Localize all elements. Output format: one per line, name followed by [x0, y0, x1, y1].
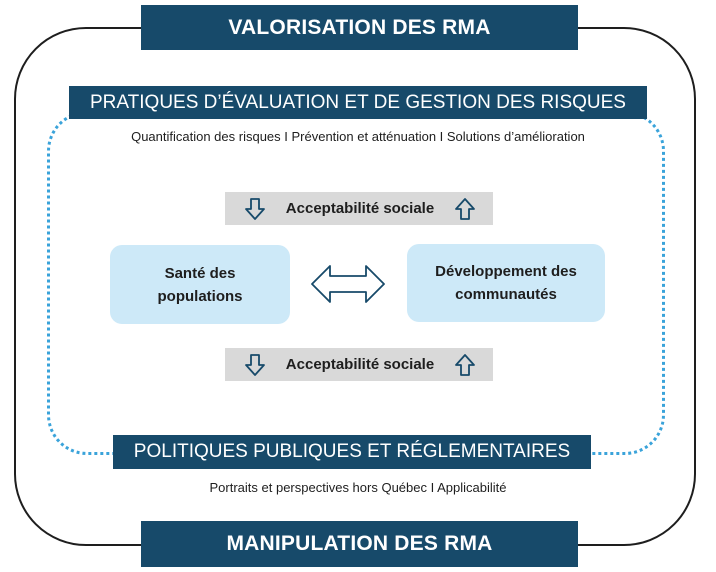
acceptability-box-top: Acceptabilité sociale	[225, 192, 493, 225]
arrow-up-icon	[455, 353, 475, 376]
band-public-policies-text: POLITIQUES PUBLIQUES ET RÉGLEMENTAIRES	[133, 441, 571, 462]
acceptability-box-bottom: Acceptabilité sociale	[225, 348, 493, 381]
arrow-down-icon	[245, 197, 265, 220]
acceptability-label-top: Acceptabilité sociale	[285, 200, 435, 217]
band-risk-practices-text: PRATIQUES D’ÉVALUATION ET DE GESTION DES…	[90, 91, 626, 113]
acceptability-label-bottom: Acceptabilité sociale	[285, 356, 435, 373]
band-public-policies: POLITIQUES PUBLIQUES ET RÉGLEMENTAIRES	[113, 435, 591, 469]
node-community-development-line2: communautés	[455, 286, 557, 303]
node-population-health-line2: populations	[157, 287, 243, 305]
risk-practices-subtitle: Quantification des risques I Prévention …	[131, 129, 585, 144]
node-population-health: Santé des populations	[110, 245, 290, 324]
node-population-health-line1: Santé des	[164, 264, 236, 282]
double-headed-arrow-icon	[311, 265, 385, 303]
title-manipulation-text: MANIPULATION DES RMA	[226, 532, 493, 555]
title-valorisation-text: VALORISATION DES RMA	[228, 15, 491, 39]
title-manipulation: MANIPULATION DES RMA	[141, 521, 578, 567]
title-valorisation: VALORISATION DES RMA	[141, 5, 578, 50]
node-community-development-line1: Développement des	[435, 263, 577, 280]
arrow-down-icon	[245, 353, 265, 376]
arrow-up-icon	[455, 197, 475, 220]
public-policies-subtitle: Portraits et perspectives hors Québec I …	[209, 480, 507, 495]
band-risk-practices: PRATIQUES D’ÉVALUATION ET DE GESTION DES…	[69, 86, 647, 119]
node-community-development: Développement des communautés	[407, 244, 605, 322]
